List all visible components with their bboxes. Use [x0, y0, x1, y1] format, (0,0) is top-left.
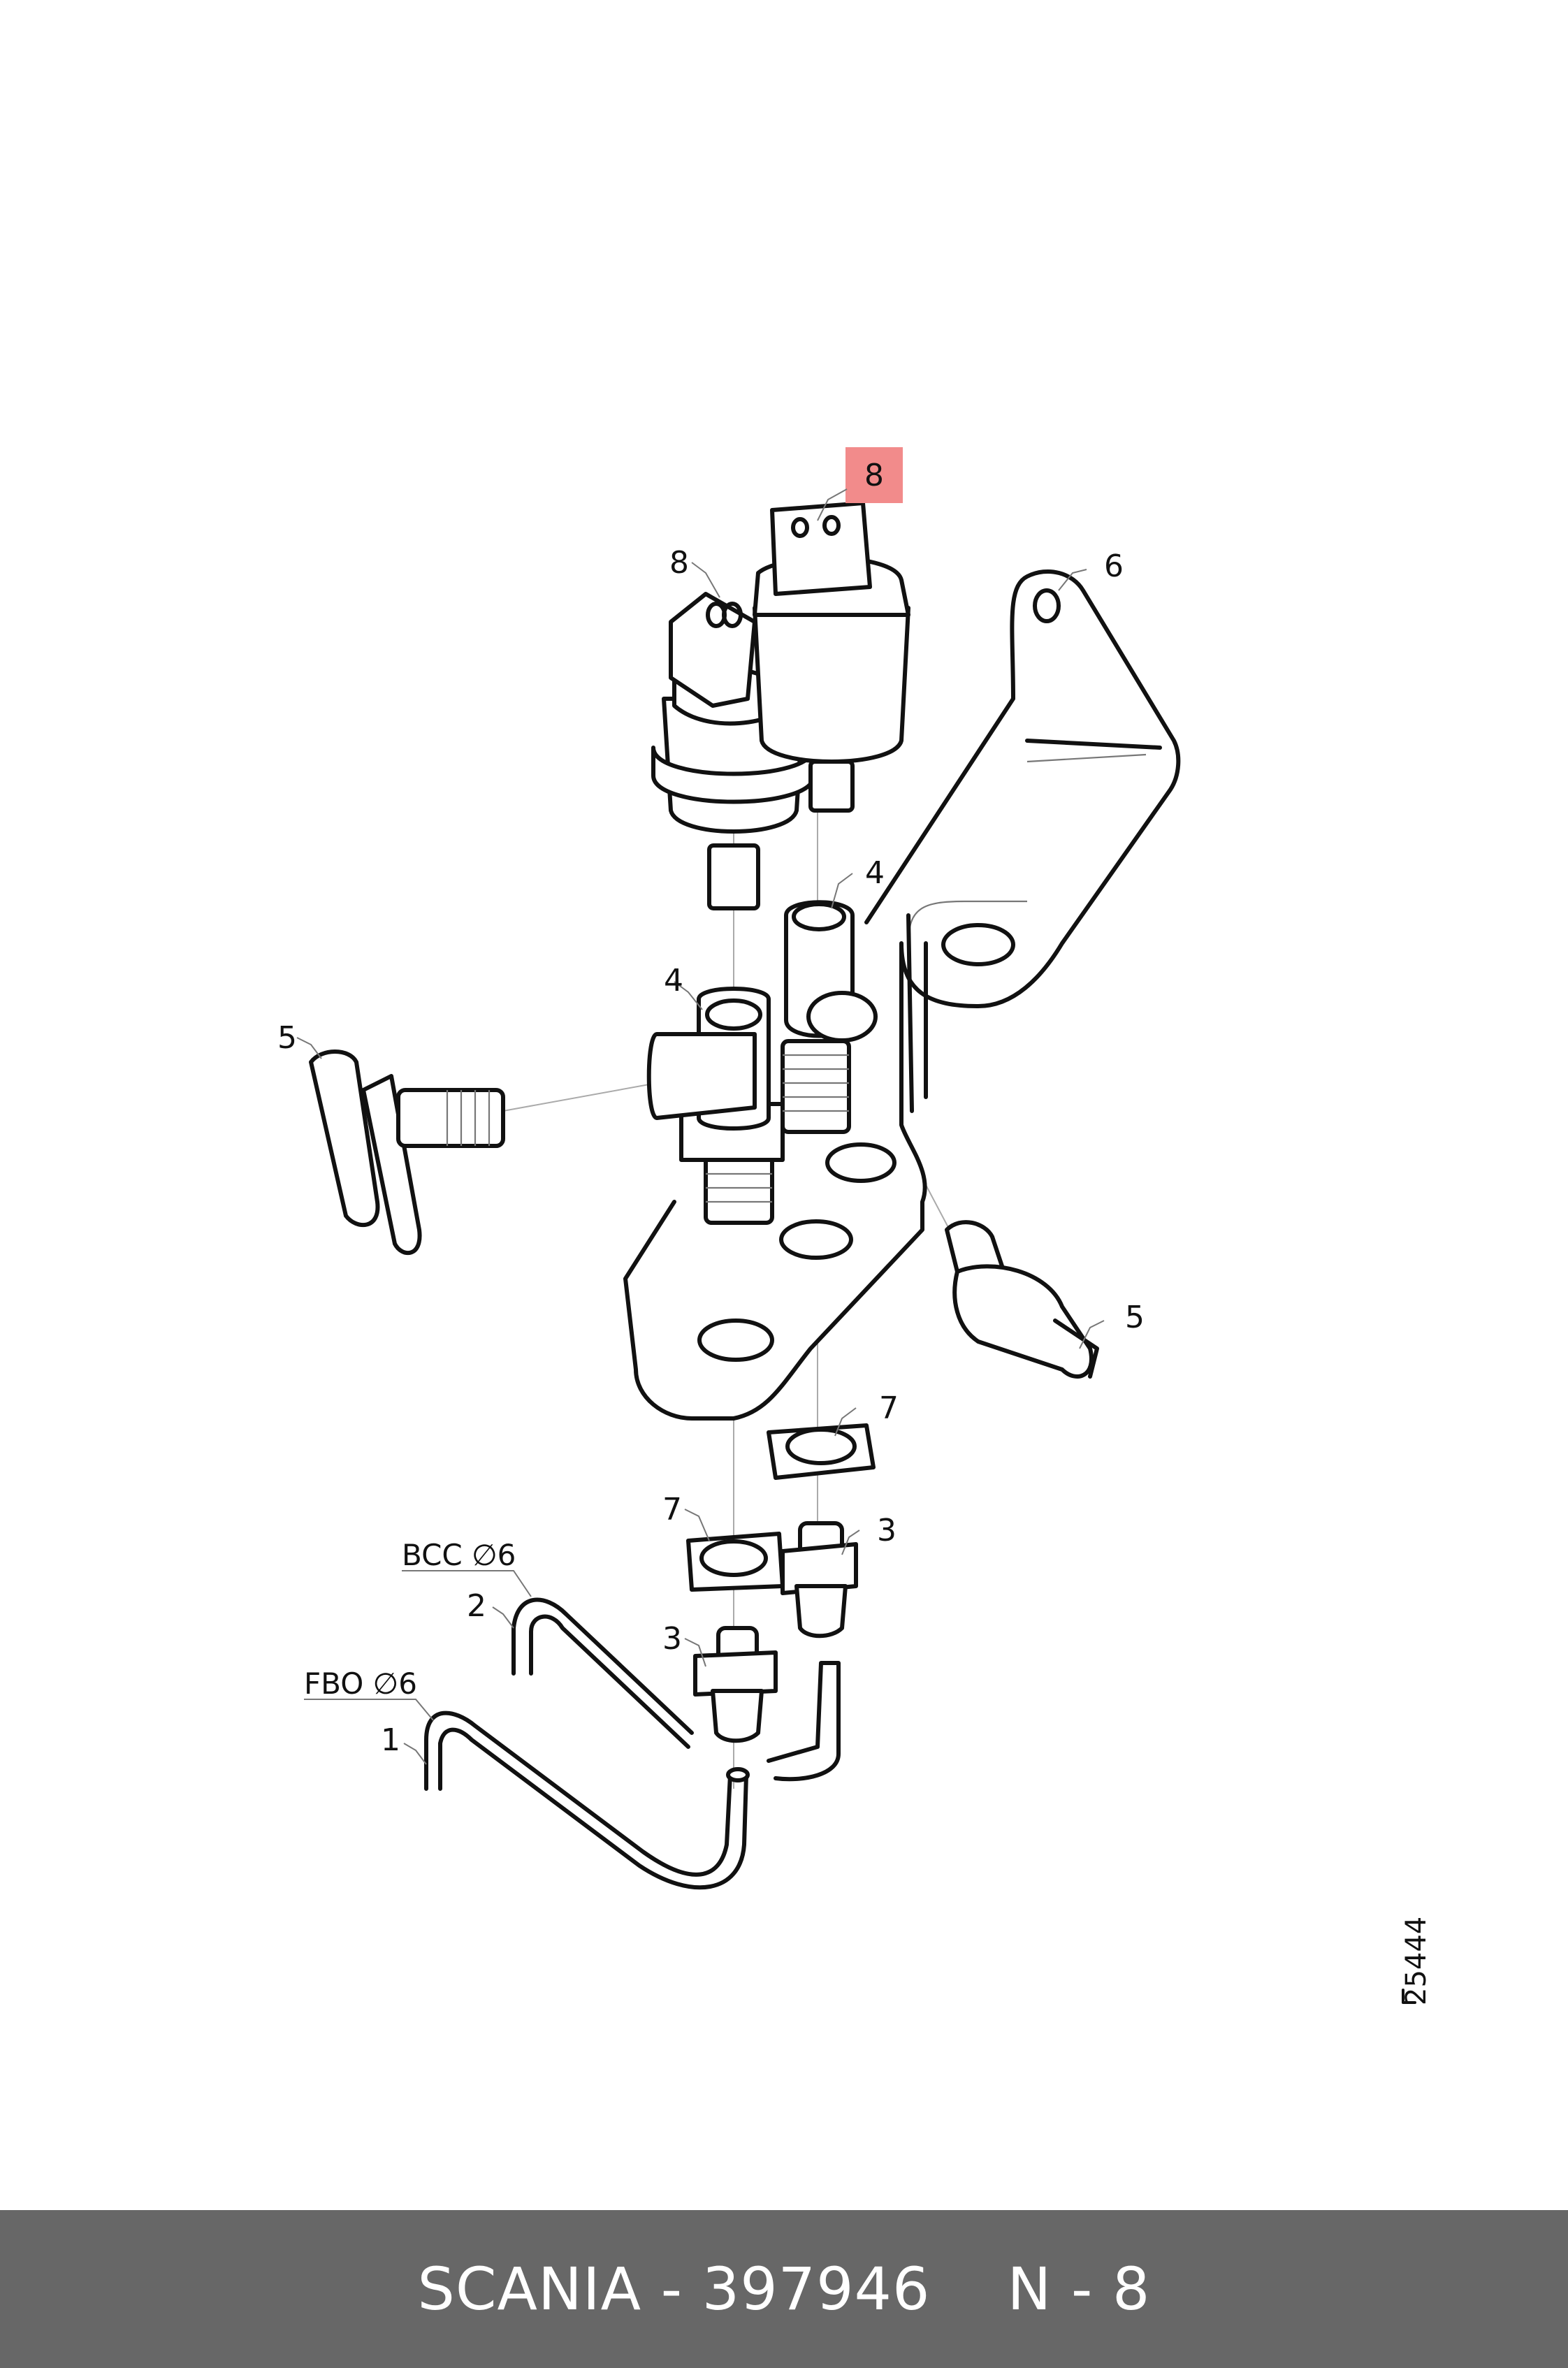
hose-fitting-upper — [781, 1521, 858, 1639]
callout-nut-lower: 7 — [662, 1492, 682, 1527]
footer-reference: N - 8 — [1007, 2255, 1151, 2323]
pressure-sensor-right — [753, 501, 910, 813]
callout-bracket: 6 — [1104, 549, 1124, 584]
tee-fitting-lower — [646, 987, 785, 1225]
callout-sensor-left: 8 — [669, 545, 689, 581]
drain-valve-right — [945, 1220, 1099, 1379]
spec-label-bcc: BCC ∅6 — [402, 1538, 516, 1572]
callout-leaders — [296, 488, 1105, 1765]
callout-tee-upper: 4 — [865, 855, 885, 891]
drain-valve-left — [309, 1049, 505, 1256]
drawing-reference: 25444 — [1400, 1917, 1432, 2005]
callout-hose-upper: 2 — [467, 1588, 486, 1624]
callout-valve-left: 5 — [277, 1020, 297, 1056]
part-highlight-box — [845, 447, 903, 503]
callout-fitting-lower: 3 — [662, 1621, 682, 1657]
callout-nut-upper: 7 — [879, 1390, 899, 1426]
hose-lower — [424, 1710, 750, 1890]
exploded-parts-diagram: .thk { fill: none; stroke: #111; stroke-… — [277, 447, 1432, 2005]
hose-fitting-lower — [693, 1626, 778, 1743]
drawing-reference-mark — [1402, 1989, 1416, 2004]
footer-part-number: SCANIA - 397946 — [417, 2255, 931, 2323]
callout-tee-lower: 4 — [664, 963, 683, 998]
callout-hose-lower: 1 — [381, 1722, 400, 1758]
callout-valve-right: 5 — [1125, 1300, 1145, 1335]
lock-nut-upper — [767, 1423, 876, 1480]
spec-label-fbo: FBO ∅6 — [304, 1666, 417, 1701]
hose-upper — [511, 1597, 841, 1782]
footer-bar: SCANIA - 397946 N - 8 — [0, 2210, 1568, 2368]
lock-nut-lower — [686, 1532, 785, 1592]
drawing-reference-number: 25444 — [1400, 1917, 1432, 2005]
callout-fitting-upper: 3 — [877, 1513, 896, 1548]
tee-fitting-upper — [781, 900, 878, 1134]
callout-sensor-right: 8 — [864, 458, 884, 493]
